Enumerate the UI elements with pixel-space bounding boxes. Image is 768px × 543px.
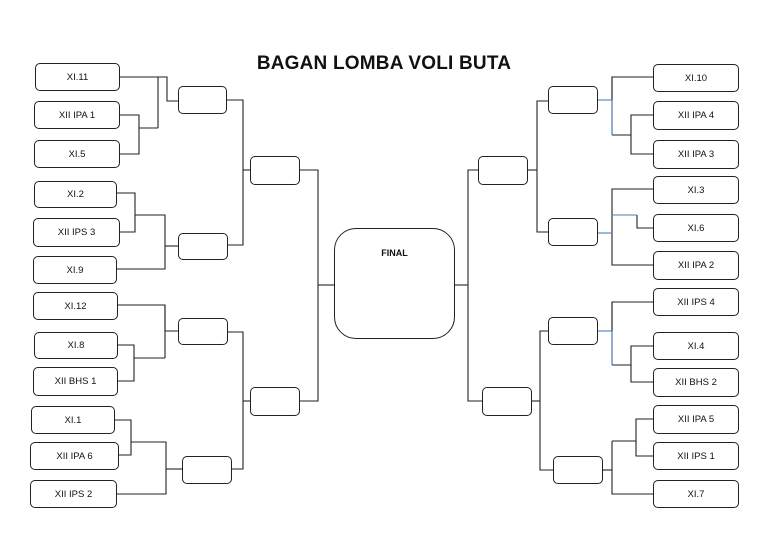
right-team-4: XI.3 [653,176,739,204]
right-team-3: XII IPA 3 [653,140,739,169]
left-team-10: XI.1 [31,406,115,434]
right-team-12: XI.7 [653,480,739,508]
left-team-8: XI.8 [34,332,118,359]
right-team-7: XII IPS 4 [653,288,739,316]
right-semifinal-slot-2 [482,387,532,416]
right-team-6: XII IPA 2 [653,251,739,280]
right-team-2: XII IPA 4 [653,101,739,130]
left-team-3: XI.5 [34,140,120,168]
left-round2-slot-2 [178,233,228,260]
right-team-11: XII IPS 1 [653,442,739,470]
right-team-8: XI.4 [653,332,739,360]
final-box: FINAL [334,228,455,339]
final-label: FINAL [381,248,408,258]
left-team-7: XI.12 [33,292,118,320]
right-round2-slot-1 [548,86,598,114]
right-team-9: XII BHS 2 [653,368,739,397]
right-team-5: XI.6 [653,214,739,242]
right-team-1: XI.10 [653,64,739,92]
right-round2-slot-3 [548,317,598,345]
left-round2-slot-3 [178,318,228,345]
left-round2-slot-4 [182,456,232,484]
right-team-10: XII IPA 5 [653,405,739,434]
left-semifinal-slot-2 [250,387,300,416]
left-team-1: XI.11 [35,63,120,91]
left-team-11: XII IPA 6 [30,442,119,470]
left-team-12: XII IPS 2 [30,480,117,508]
left-round2-slot-1 [178,86,227,114]
left-team-6: XI.9 [33,256,117,284]
right-round2-slot-4 [553,456,603,484]
right-round2-slot-2 [548,218,598,246]
bracket-title: BAGAN LOMBA VOLI BUTA [256,53,512,74]
left-team-2: XII IPA 1 [34,101,120,129]
left-team-4: XI.2 [34,181,117,208]
left-team-5: XII IPS 3 [33,218,120,247]
right-semifinal-slot-1 [478,156,528,185]
left-team-9: XII BHS 1 [33,367,118,396]
left-semifinal-slot-1 [250,156,300,185]
